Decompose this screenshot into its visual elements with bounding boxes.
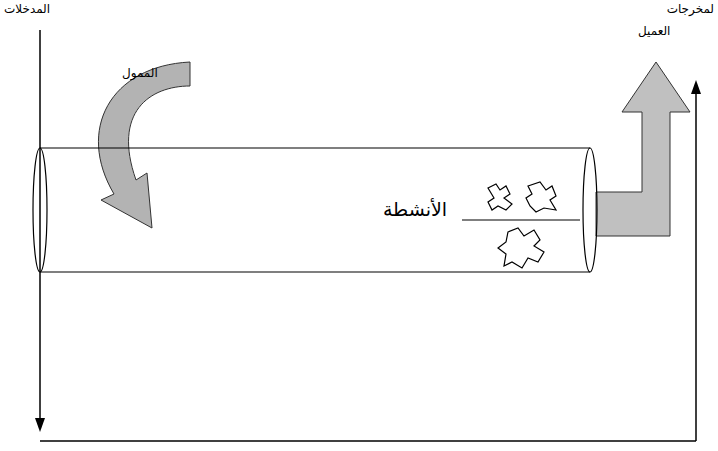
- loop-line: [39, 30, 41, 420]
- input-arrow: [98, 62, 190, 228]
- output-arrow: [596, 62, 690, 236]
- loop-line: [695, 92, 697, 441]
- squiggle: [498, 228, 544, 268]
- text-label: المدخلات: [4, 2, 50, 16]
- text-label: لمخرجات: [667, 2, 714, 16]
- cylinder-outline: [32, 147, 598, 273]
- text-label: الممول: [122, 66, 158, 80]
- arrow-head: [691, 80, 701, 94]
- squiggle: [526, 182, 556, 212]
- cylinder-node: الأنشطة: [32, 147, 598, 273]
- node-label: الأنشطة: [383, 198, 447, 221]
- fraction-line: [462, 219, 580, 220]
- text-label: العميل: [638, 24, 670, 38]
- loop-line: [40, 440, 696, 442]
- arrow-head: [35, 418, 45, 432]
- squiggle: [488, 184, 512, 210]
